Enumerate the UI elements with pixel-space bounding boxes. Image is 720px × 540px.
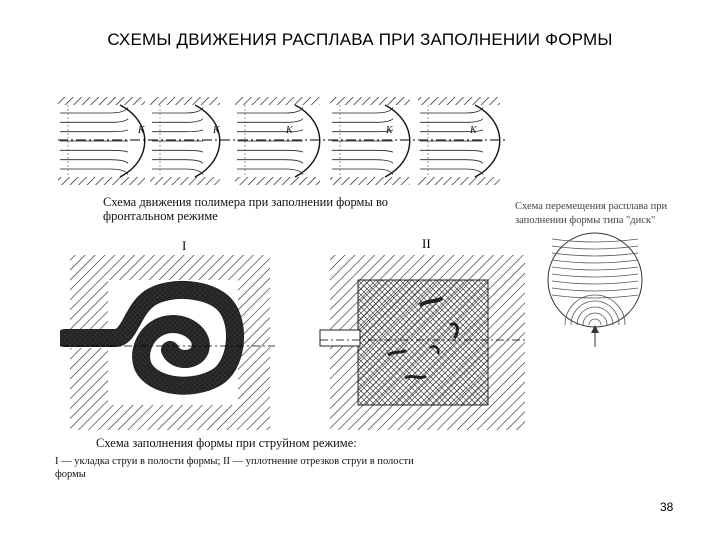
jet-caption-title: Схема заполнения формы при струйном режи… [96,436,357,450]
flow-label-k: K [138,125,145,136]
flow-label-k: K [286,125,293,136]
frontal-caption: Схема движения полимера при заполнении ф… [103,195,388,223]
flow-label-k: K [470,125,477,136]
jet-label-ii: II [422,236,431,251]
jet-label-i: I [182,238,187,253]
frontal-flow-panel [58,97,146,185]
frontal-caption-line1: Схема движения полимера при заполнении ф… [103,195,389,209]
frontal-flow-panel [150,97,221,185]
slide-title: СХЕМЫ ДВИЖЕНИЯ РАСПЛАВА ПРИ ЗАПОЛНЕНИИ Ф… [107,30,613,49]
jet-scheme-ii [319,255,525,430]
jet-caption-description: I — укладка струи в полости формы; II — … [55,455,535,481]
frontal-flow-panel [235,97,321,185]
frontal-flow-panel [418,97,501,185]
jet-scheme-i [60,255,275,430]
page-number: 38 [660,500,674,514]
frontal-flow-diagram [58,97,505,185]
flow-label-k: K [386,125,393,136]
jet-caption-line2: I — укладка струи в полости формы; II — … [55,456,414,467]
jet-caption-line3: формы [55,469,86,480]
frontal-flow-panel [330,97,411,185]
disk-caption: Схема перемещения расплава при заполнени… [515,200,667,228]
disk-caption-line2: заполнении формы типа "диск" [515,215,656,226]
flow-label-k: K [213,125,220,136]
disk-flow-diagram [547,232,643,347]
disk-caption-line1: Схема перемещения расплава при [515,201,668,212]
frontal-caption-line2: фронтальном режиме [103,209,218,223]
